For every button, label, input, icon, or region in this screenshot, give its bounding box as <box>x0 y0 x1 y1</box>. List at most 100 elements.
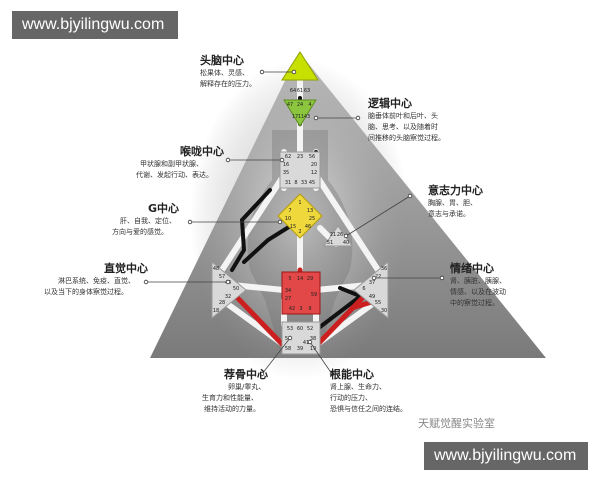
will-center-desc: 胸腺、胃、胆、 <box>428 199 477 207</box>
leader-dots <box>143 69 445 377</box>
gate-label: 18 <box>213 308 219 314</box>
gate-label: 54 <box>285 336 291 342</box>
gate-label: 57 <box>219 274 225 280</box>
gate-label: 41 <box>303 340 309 346</box>
gate-label: 23 <box>297 154 303 160</box>
gate-label: 22 <box>375 274 381 280</box>
credit-caption: 天赋觉醒实验室 <box>418 417 495 430</box>
gate-label: 20 <box>311 162 317 168</box>
gate-label: 56 <box>309 154 315 160</box>
gate-label: 32 <box>225 294 231 300</box>
throat-center <box>279 151 321 189</box>
label-head-center: 头脑中心 松果体、灵感、 解释存在的压力。 <box>200 54 280 90</box>
gate-label: 16 <box>283 162 289 168</box>
emotion-center-desc: 中的察觉过程。 <box>450 299 499 307</box>
gate-label: 46 <box>305 224 311 230</box>
root-center-desc: 行动的压力、 <box>330 394 372 402</box>
gate-label: 47 <box>287 102 293 108</box>
gate-label: 28 <box>219 300 225 306</box>
gate-label: 17 <box>292 114 298 120</box>
g-center-title: G中心 <box>148 202 180 215</box>
gate-label: 11 <box>298 114 304 120</box>
gate-label: 25 <box>309 216 315 222</box>
gate-label: 3 <box>299 306 302 312</box>
gate-label: 60 <box>297 326 303 332</box>
gate-label: 8 <box>294 180 297 186</box>
gate-label: 39 <box>297 346 303 352</box>
label-spleen-center: 直觉中心 淋巴系统、免疫、直觉、 以及当下的身体察觉过程。 <box>44 262 148 298</box>
label-throat-center: 喉咙中心 甲状腺和副甲状腺、 代谢、发起行动、表达。 <box>136 145 236 181</box>
label-sacral-center: 荐骨中心 卵巢/睾丸、 生育力和性能量、 维持活动的力量。 <box>200 368 280 415</box>
gate-label: 29 <box>307 276 313 282</box>
label-will-center: 意志力中心 胸腺、胃、胆、 意志与承诺。 <box>428 184 508 220</box>
gate-label: 61 <box>297 88 303 94</box>
emotion-center-desc: 情感、以及在波动 <box>450 288 506 296</box>
gate-label: 24 <box>297 102 303 108</box>
gate-label: 51 <box>327 240 333 246</box>
gate-label: 33 <box>301 180 307 186</box>
emotion-center <box>353 260 389 320</box>
gate-label: 36 <box>381 266 387 272</box>
gate-label: 2 <box>298 229 301 235</box>
gate-label: 55 <box>375 300 381 306</box>
sacral-center <box>281 271 321 315</box>
spleen-center-title: 直觉中心 <box>104 262 148 275</box>
throat-center-desc: 代谢、发起行动、表达。 <box>136 171 213 179</box>
gate-label: 15 <box>290 224 296 230</box>
gate-label: 52 <box>307 326 313 332</box>
gate-label: 30 <box>381 308 387 314</box>
throat-center-title: 喉咙中心 <box>180 145 224 158</box>
gate-label: 58 <box>285 346 291 352</box>
gate-label: 62 <box>285 154 291 160</box>
leader-lines <box>146 71 442 375</box>
will-center-title: 意志力中心 <box>428 184 483 197</box>
gate-label: 42 <box>289 306 295 312</box>
gate-label: 1 <box>298 200 301 206</box>
root-center-desc: 肾上腺、生命力、 <box>330 383 386 391</box>
g-center-desc: 方向与爱的感觉。 <box>112 228 168 236</box>
sacral-center-desc: 维持活动的力量。 <box>204 405 260 413</box>
gate-label: 40 <box>343 240 349 246</box>
gate-label: 5 <box>288 276 291 282</box>
watermark-bottom: www.bjyilingwu.com <box>424 442 588 470</box>
gate-label: 34 <box>285 288 291 294</box>
gate-label: 38 <box>310 336 316 342</box>
gate-label: 4 <box>308 102 311 108</box>
head-center-title: 头脑中心 <box>200 54 244 67</box>
g-center <box>277 193 323 239</box>
gate-label: 27 <box>285 296 291 302</box>
head-center-desc: 解释存在的压力。 <box>200 80 256 88</box>
throat-center-desc: 甲状腺和副甲状腺、 <box>140 160 203 168</box>
emotion-center-title: 情绪中心 <box>450 262 494 275</box>
gate-label: 6 <box>362 286 365 292</box>
gate-label: 63 <box>304 88 310 94</box>
root-center-title: 根能中心 <box>330 368 374 381</box>
label-root-center: 根能中心 肾上腺、生命力、 行动的压力、 恐惧与信任之间的连结。 <box>330 368 430 415</box>
root-center-desc: 恐惧与信任之间的连结。 <box>330 405 407 413</box>
label-emotion-center: 情绪中心 肾、胰脏、胰腺、 情感、以及在波动 中的察觉过程。 <box>450 262 540 309</box>
sacral-center-title: 荐骨中心 <box>224 368 268 381</box>
spleen-center-desc: 以及当下的身体察觉过程。 <box>44 288 128 296</box>
ajna-center-desc: 脑垂体前叶和后叶、头 <box>368 112 438 120</box>
sacral-center-desc: 生育力和性能量、 <box>202 394 258 402</box>
gate-label: 14 <box>297 276 303 282</box>
gate-label: 37 <box>369 280 375 286</box>
gate-label: 43 <box>304 114 310 120</box>
gate-label: 48 <box>213 266 219 272</box>
gate-label: 13 <box>307 208 313 214</box>
head-center <box>281 51 319 81</box>
root-center <box>281 321 321 355</box>
head-center-desc: 松果体、灵感、 <box>200 69 249 77</box>
ajna-center-desc: 脑、思考、以及随着时 <box>368 123 438 131</box>
gate-label: 64 <box>290 88 296 94</box>
label-ajna-center: 逻辑中心 脑垂体前叶和后叶、头 脑、思考、以及随着时 间推移的头脑察觉过程。 <box>368 97 478 144</box>
label-g-center: G中心 肝、自我、定位、 方向与爱的感觉。 <box>112 202 190 238</box>
emotion-center-desc: 肾、胰脏、胰腺、 <box>450 277 506 285</box>
will-center-desc: 意志与承诺。 <box>428 210 470 218</box>
spleen-center-desc: 淋巴系统、免疫、直觉、 <box>58 277 135 285</box>
gate-label: 50 <box>233 286 239 292</box>
spleen-center <box>211 260 247 320</box>
gate-label: 21 <box>330 232 336 238</box>
gate-label: 7 <box>288 208 291 214</box>
